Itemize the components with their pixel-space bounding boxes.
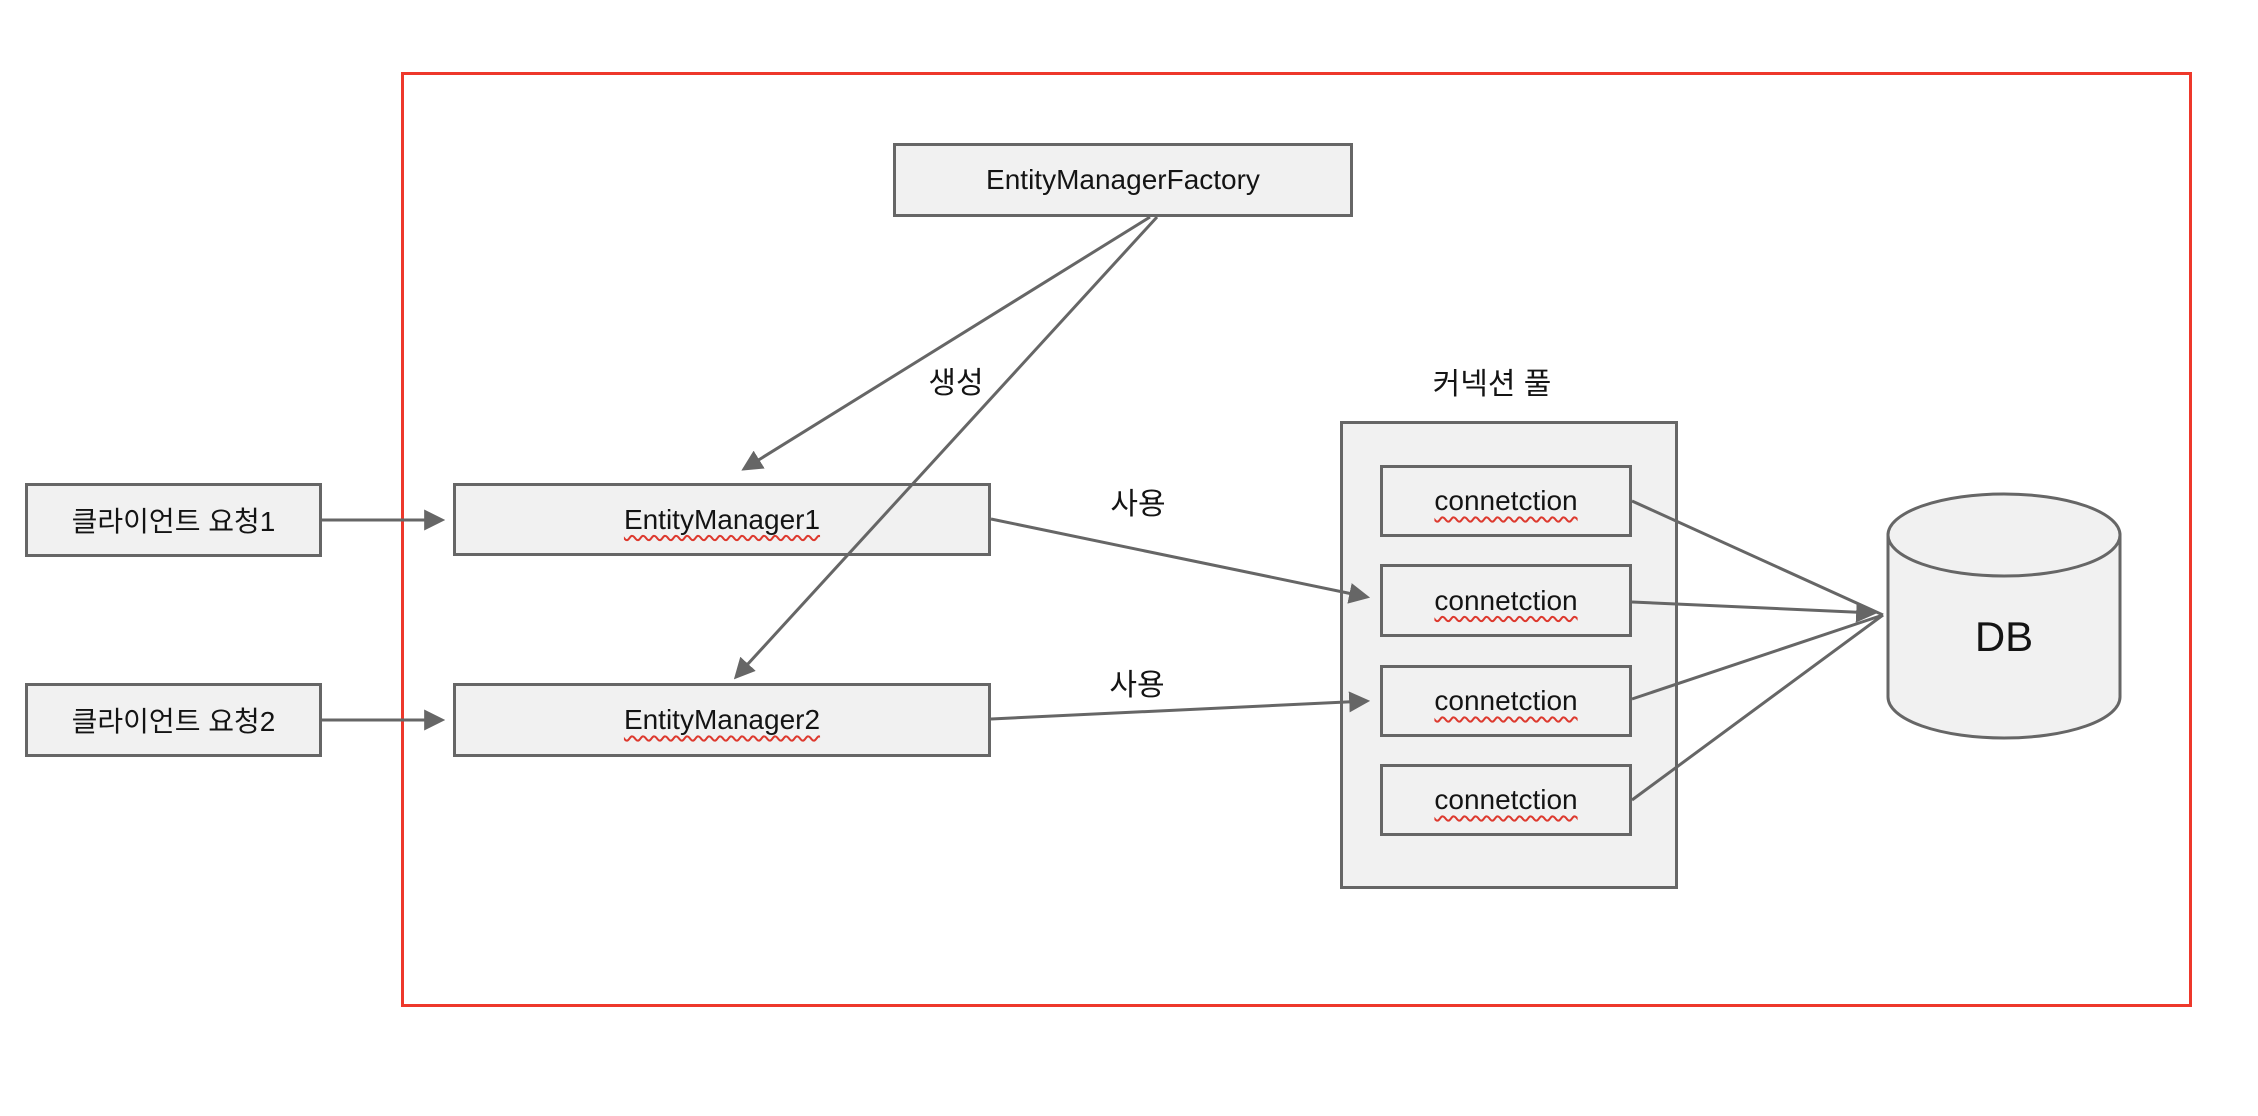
connection-2-label: connetction	[1434, 584, 1578, 616]
node-connection-4: connetction	[1380, 764, 1632, 836]
entity-manager-1-label: EntityManager1	[623, 503, 821, 535]
node-entity-manager-1: EntityManager1	[453, 483, 991, 556]
node-connection-3: connetction	[1380, 665, 1632, 737]
node-connection-2: connetction	[1380, 564, 1632, 637]
connection-1-label: connetction	[1434, 485, 1578, 516]
node-client-request-2: 클라이언트 요청2	[25, 683, 322, 757]
edge-label-create: 생성	[928, 367, 984, 400]
connection-pool-title: 커넥션 풀	[1432, 368, 1552, 401]
connection-4-label: connetction	[1434, 784, 1578, 815]
node-db-label: DB	[1974, 613, 2034, 660]
client-request-1-label: 클라이언트 요청1	[71, 506, 276, 537]
connection-3-label: connetction	[1434, 685, 1578, 716]
node-entity-manager-factory: EntityManagerFactory	[893, 143, 1353, 217]
client-request-2-label: 클라이언트 요청2	[71, 706, 276, 737]
system-boundary-rect	[401, 72, 2192, 1007]
node-connection-1: connetction	[1380, 465, 1632, 537]
node-entity-manager-2: EntityManager2	[453, 683, 991, 757]
entity-manager-2-label: EntityManager2	[623, 704, 821, 735]
edge-label-use-2: 사용	[1109, 669, 1165, 702]
edge-label-use-1: 사용	[1110, 488, 1166, 521]
entity-manager-factory-label: EntityManagerFactory	[986, 164, 1260, 195]
node-client-request-1: 클라이언트 요청1	[25, 483, 322, 557]
